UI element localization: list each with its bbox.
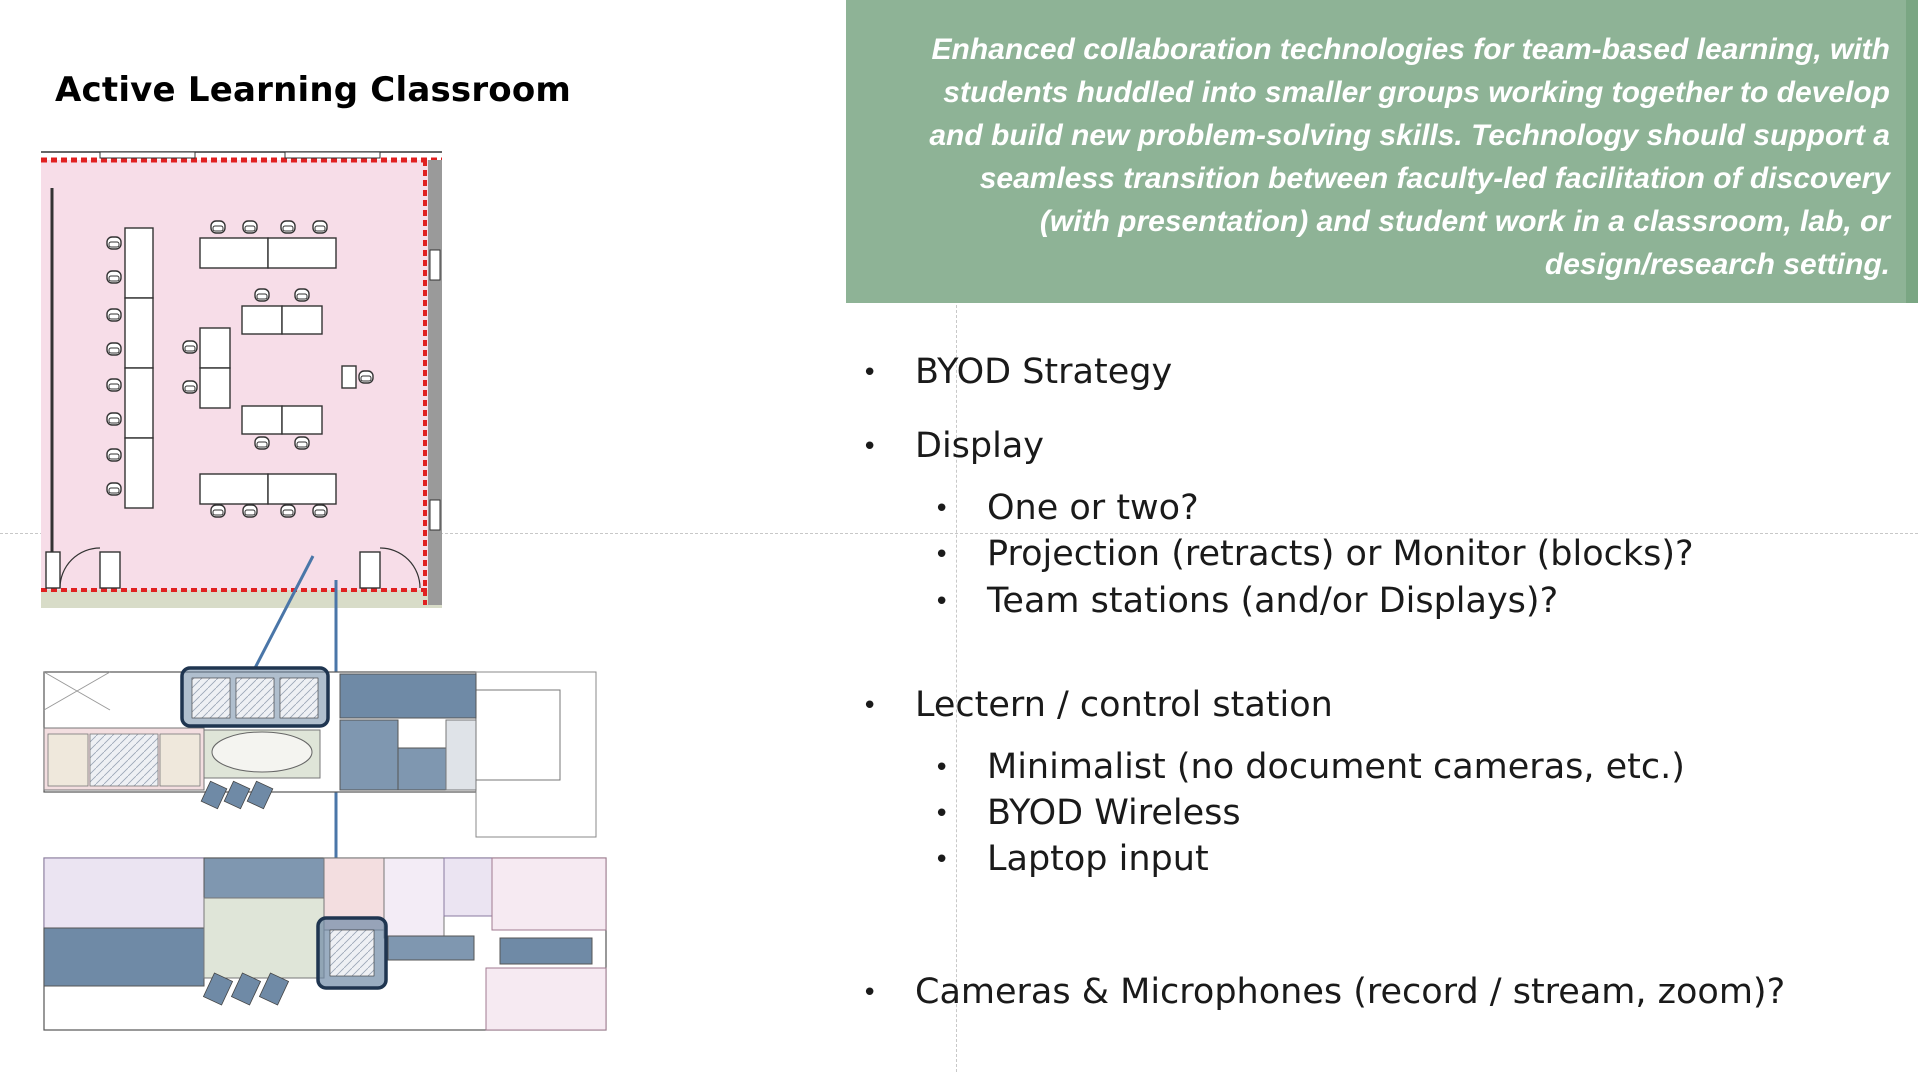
sub-bullet: • One or two? [932, 488, 1199, 528]
center-tables-upper [241, 288, 323, 335]
angled-rooms [200, 780, 274, 810]
bullet-text: Projection (retracts) or Monitor (blocks… [987, 534, 1694, 574]
upper-floor-plan [43, 666, 597, 838]
bullet-dot: • [934, 540, 950, 570]
bullet-dot: • [934, 753, 950, 783]
window [99, 151, 196, 159]
floor-plan-illustration [41, 151, 607, 1031]
bullet-dot: • [934, 799, 950, 829]
classroom-plan [41, 151, 442, 608]
guide-line-horizontal [0, 533, 1918, 534]
exterior-wall [428, 160, 442, 605]
banner-text: Enhanced collaboration technologies for … [880, 28, 1890, 286]
banner-line: Enhanced collaboration technologies for … [931, 33, 1890, 66]
lectern [341, 365, 374, 389]
description-banner: Enhanced collaboration technologies for … [846, 0, 1918, 303]
banner-line: and build new problem-solving skills. Te… [929, 119, 1890, 152]
sub-bullet: • Projection (retracts) or Monitor (block… [932, 534, 1694, 574]
bullet-dot: • [862, 358, 878, 388]
banner-line: (with presentation) and student work in … [1039, 205, 1890, 238]
left-tables [106, 227, 154, 509]
bullet-lectern: • Lectern / control station [860, 685, 1333, 725]
center-tables-left [182, 327, 231, 409]
banner-line: seamless transition between faculty-led … [979, 162, 1890, 195]
room-floor [41, 160, 442, 590]
banner-line: design/research setting. [1544, 248, 1890, 281]
bullet-text: Lectern / control station [915, 685, 1333, 725]
doors [45, 547, 421, 589]
bullet-byod: • BYOD Strategy [860, 352, 1172, 392]
bullet-text: One or two? [987, 488, 1199, 528]
sub-bullet: • BYOD Wireless [932, 793, 1241, 833]
bullet-text: Team stations (and/or Displays)? [987, 581, 1559, 621]
bullet-text: Display [915, 426, 1045, 466]
bullet-text: Laptop input [987, 839, 1209, 879]
lower-floor-plan [43, 857, 607, 1031]
slide-title: Active Learning Classroom [55, 70, 572, 110]
bullet-text: Cameras & Microphones (record / stream, … [915, 972, 1786, 1012]
window [284, 151, 381, 159]
bullet-dot: • [934, 494, 950, 524]
bullet-cameras: • Cameras & Microphones (record / stream,… [860, 972, 1785, 1012]
banner-edge [1906, 0, 1918, 303]
bullet-dot: • [862, 978, 878, 1008]
guide-line-vertical [956, 300, 957, 1072]
right-wall-details [429, 249, 441, 531]
bullet-dot: • [934, 587, 950, 617]
bottom-tables [199, 473, 337, 518]
bullet-text: BYOD Wireless [987, 793, 1241, 833]
center-tables-lower [241, 405, 323, 450]
bullet-dot: • [862, 432, 878, 462]
sub-bullet: • Minimalist (no document cameras, etc.) [932, 747, 1685, 787]
banner-line: students huddled into smaller groups wor… [943, 76, 1890, 109]
sub-bullet: • Laptop input [932, 839, 1209, 879]
bullet-dot: • [934, 845, 950, 875]
angled-rooms-lower [202, 972, 290, 1006]
bullet-display: • Display [860, 426, 1044, 466]
corridor-strip [41, 590, 442, 608]
bullet-text: BYOD Strategy [915, 352, 1173, 392]
bullet-dot: • [862, 691, 878, 721]
top-tables [199, 220, 337, 269]
connector-line-upper [253, 555, 315, 669]
sub-bullet: • Team stations (and/or Displays)? [932, 581, 1558, 621]
bullet-text: Minimalist (no document cameras, etc.) [987, 747, 1685, 787]
